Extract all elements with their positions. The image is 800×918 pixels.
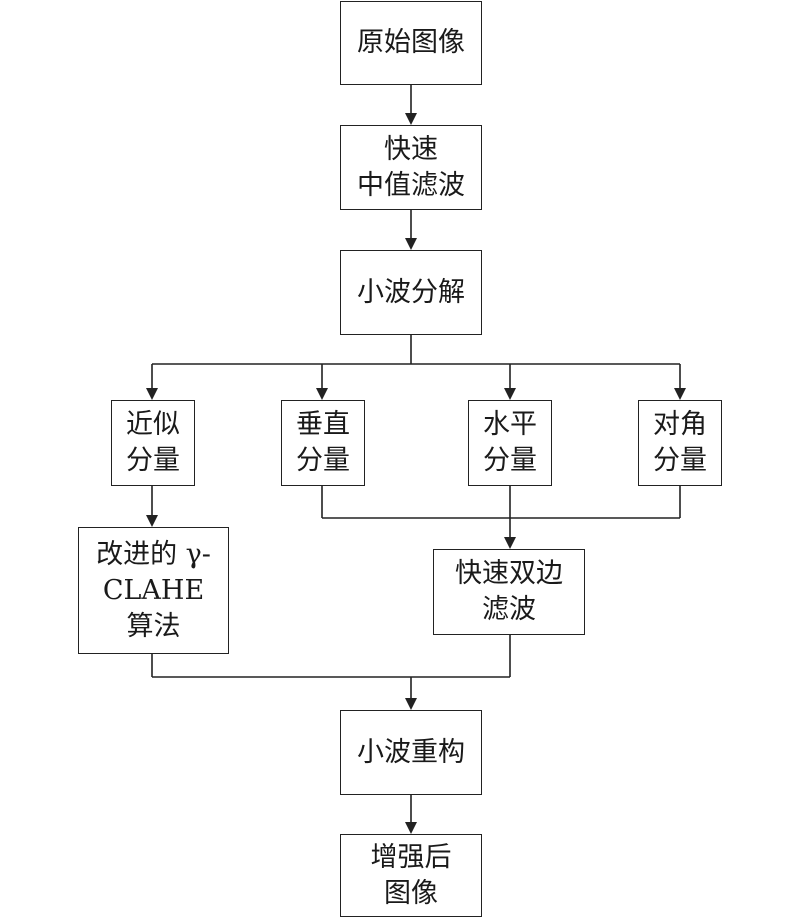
node-label: 原始图像 — [357, 27, 465, 58]
node-vertical-component: 垂直 分量 — [281, 400, 365, 486]
node-fast-bilateral-filter: 快速双边 滤波 — [433, 549, 585, 635]
node-improved-gamma-clahe: 改进的 γ- CLAHE 算法 — [78, 527, 229, 654]
node-label: 快速双边 — [455, 558, 563, 589]
node-label: 小波重构 — [357, 736, 465, 768]
node-label: 改进的 γ- — [96, 538, 211, 570]
node-approximation-component: 近似 分量 — [111, 400, 195, 486]
arrowhead — [405, 698, 417, 710]
node-label: 近似 — [126, 409, 180, 440]
node-label: 垂直 — [296, 409, 350, 440]
arrowhead — [674, 388, 686, 400]
node-label: 中值滤波 — [357, 169, 465, 201]
arrowhead — [504, 388, 516, 400]
node-label: 小波分解 — [357, 276, 465, 308]
node-label: 分量 — [483, 445, 537, 476]
node-label: 图像 — [384, 877, 438, 909]
node-original-image: 原始图像 — [340, 1, 482, 85]
node-label: CLAHE — [102, 574, 205, 606]
node-enhanced-image: 增强后 图像 — [340, 834, 482, 917]
node-label: 算法 — [126, 610, 181, 642]
node-label: 增强后 — [370, 841, 452, 873]
node-fast-median-filter: 快速 中值滤波 — [340, 125, 482, 210]
node-wavelet-decomposition: 小波分解 — [340, 250, 482, 335]
node-label: 分量 — [126, 445, 180, 476]
node-label: 分量 — [653, 445, 707, 476]
arrowhead — [405, 238, 417, 250]
node-label: 快速 — [384, 133, 438, 165]
node-label: 水平 — [483, 409, 537, 440]
node-label: 分量 — [296, 445, 350, 476]
arrowhead — [405, 822, 417, 834]
node-wavelet-reconstruction: 小波重构 — [340, 710, 482, 795]
node-label: 滤波 — [482, 594, 536, 625]
node-horizontal-component: 水平 分量 — [468, 400, 552, 486]
node-label: 对角 — [653, 409, 707, 440]
node-diagonal-component: 对角 分量 — [638, 400, 722, 486]
arrowhead — [504, 537, 516, 549]
arrowhead — [316, 388, 328, 400]
arrowhead — [405, 113, 417, 125]
arrowhead — [146, 515, 158, 527]
arrowhead — [146, 388, 158, 400]
